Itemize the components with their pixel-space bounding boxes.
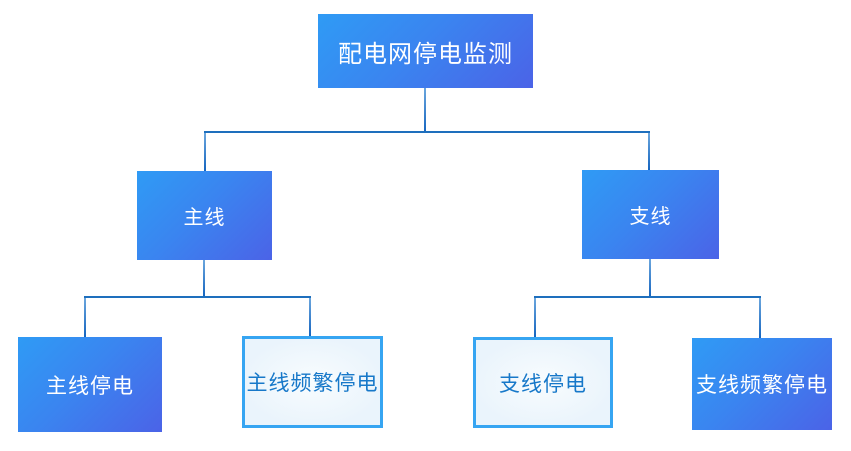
- connector-level1-horizontal: [204, 131, 650, 133]
- node-branch-line-outage-label: 支线停电: [499, 372, 587, 396]
- connector-main-down-vertical: [203, 260, 205, 297]
- connector-to-branch-vertical: [648, 133, 650, 170]
- node-main-line-frequent-outage[interactable]: 主线频繁停电: [242, 336, 383, 428]
- node-branch-line-label: 支线: [629, 206, 672, 228]
- connector-root-vertical: [424, 88, 426, 133]
- node-branch-line[interactable]: 支线: [582, 170, 719, 259]
- node-main-line-outage[interactable]: 主线停电: [18, 337, 162, 432]
- connector-main-children-horizontal: [84, 296, 311, 298]
- connector-to-main-outage-vertical: [84, 298, 86, 337]
- connector-to-main-vertical: [204, 133, 206, 171]
- node-branch-line-frequent-outage[interactable]: 支线频繁停电: [692, 338, 832, 430]
- node-main-line-frequent-outage-label: 主线频繁停电: [246, 372, 379, 395]
- node-main-line-label: 主线: [183, 207, 226, 229]
- node-root-label: 配电网停电监测: [338, 40, 513, 68]
- connector-branch-children-horizontal: [534, 296, 761, 298]
- node-main-line-outage-label: 主线停电: [46, 374, 134, 398]
- node-branch-line-outage[interactable]: 支线停电: [473, 337, 613, 428]
- connector-to-branch-frequent-vertical: [759, 298, 761, 338]
- connector-to-main-frequent-vertical: [309, 298, 311, 336]
- connector-branch-down-vertical: [649, 259, 651, 297]
- node-main-line[interactable]: 主线: [137, 171, 272, 260]
- node-root-outage-monitoring[interactable]: 配电网停电监测: [318, 14, 533, 88]
- connector-to-branch-outage-vertical: [534, 298, 536, 337]
- node-branch-line-frequent-outage-label: 支线频繁停电: [696, 374, 828, 397]
